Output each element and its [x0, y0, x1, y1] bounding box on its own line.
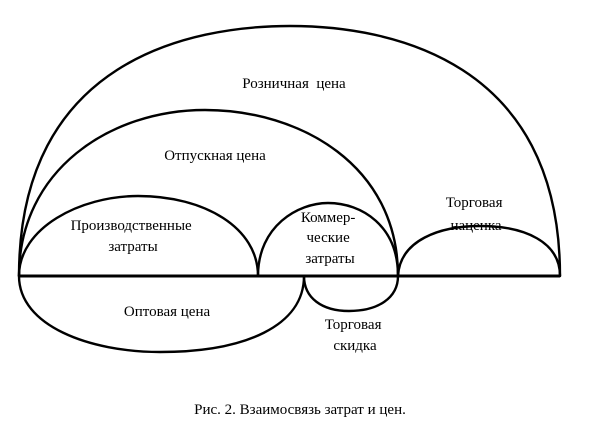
production-costs-line-2: затраты — [108, 239, 157, 255]
commercial-costs-line-2: ческие — [307, 230, 351, 246]
trade-discount-arc — [302, 274, 400, 313]
commercial-costs-line-1: Коммер- — [301, 210, 356, 226]
trade-markup-label: Торговая наценка — [446, 195, 507, 234]
trade-discount-label: Торговая скидка — [325, 317, 386, 354]
commercial-costs-arc — [256, 201, 400, 278]
release-price-arc — [17, 108, 400, 278]
trade-discount-line-1: Торговая — [325, 317, 382, 333]
production-costs-label: Производственные затраты — [71, 218, 196, 255]
commercial-costs-label: Коммер- ческие затраты — [301, 210, 359, 267]
trade-discount-line-2: скидка — [333, 338, 377, 354]
retail-price-arc — [17, 24, 562, 278]
trade-markup-line-1: Торговая — [446, 195, 503, 211]
commercial-costs-line-3: затраты — [305, 251, 354, 267]
trade-markup-line-2: наценка — [450, 218, 501, 234]
retail-price-label: Розничная цена — [242, 76, 346, 92]
trade-markup-arc — [396, 224, 562, 278]
wholesale-price-label: Оптовая цена — [124, 304, 211, 320]
figure-caption: Рис. 2. Взаимосвязь затрат и цен. — [194, 402, 406, 418]
production-costs-arc — [17, 194, 260, 278]
wholesale-price-arc — [17, 274, 306, 354]
production-costs-line-1: Производственные — [71, 218, 192, 234]
release-price-label: Отпускная цена — [164, 148, 266, 164]
